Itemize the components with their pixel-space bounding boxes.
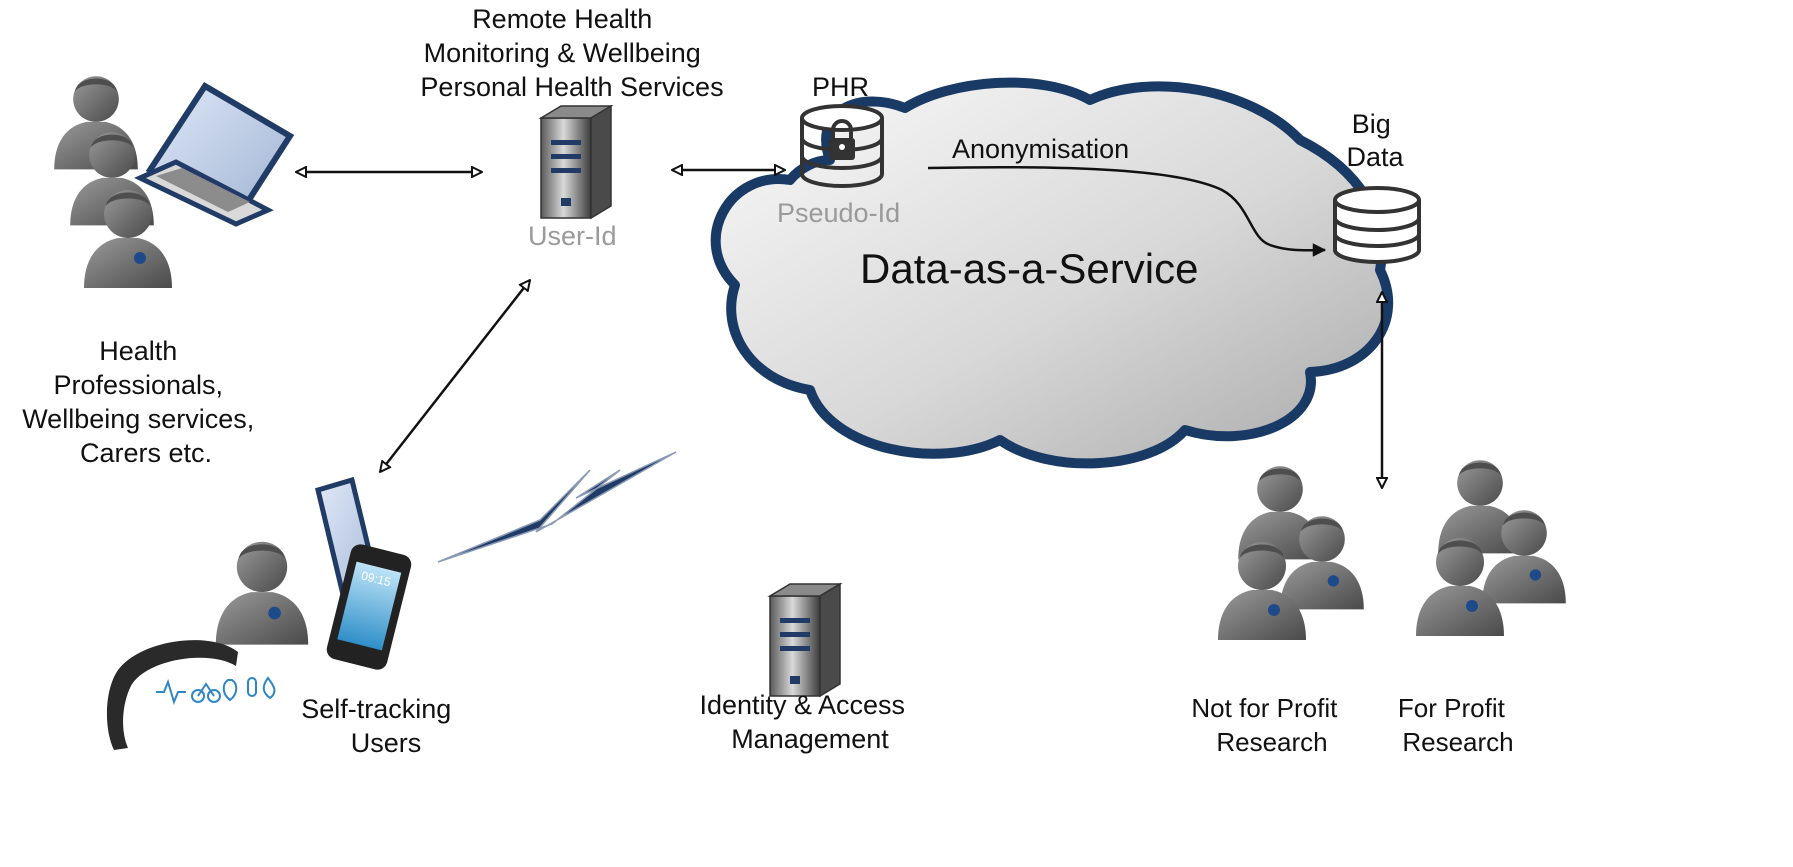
smartphone-icon: 09:15	[326, 544, 412, 670]
self-tracking-label: Self-tracking Users	[301, 694, 459, 758]
remote-health-label: Remote Health Monitoring & Wellbeing Per…	[420, 4, 723, 102]
wireless-link-icon	[437, 451, 677, 563]
arrow-server-selftracking	[380, 280, 530, 472]
not-for-profit-label: Not for Profit Research	[1191, 693, 1344, 757]
iam-label: Identity & Access Management	[699, 690, 912, 754]
pseudo-id-label: Pseudo-Id	[777, 198, 900, 228]
not-for-profit-research-group-icon	[1218, 466, 1364, 640]
cloud-title: Data-as-a-Service	[860, 245, 1198, 292]
big-data-label: Big Data	[1346, 109, 1404, 172]
remote-health-server-icon	[540, 105, 612, 219]
for-profit-label: For Profit Research	[1398, 693, 1514, 757]
for-profit-research-group-icon	[1416, 460, 1566, 636]
user-id-label: User-Id	[528, 221, 617, 251]
phr-database-icon	[800, 104, 884, 188]
data-as-a-service-cloud	[710, 77, 1394, 469]
health-professionals-label: Health Professionals, Wellbeing services…	[22, 336, 262, 468]
anonymisation-arrow	[927, 165, 1325, 250]
fitness-band-icon	[106, 640, 276, 750]
anonymisation-label: Anonymisation	[952, 134, 1129, 164]
iam-server-icon	[769, 583, 841, 697]
sensor-icons	[156, 676, 276, 706]
big-data-database-icon	[1333, 186, 1421, 264]
phr-label: PHR	[812, 72, 869, 102]
laptop-icon	[134, 81, 295, 227]
